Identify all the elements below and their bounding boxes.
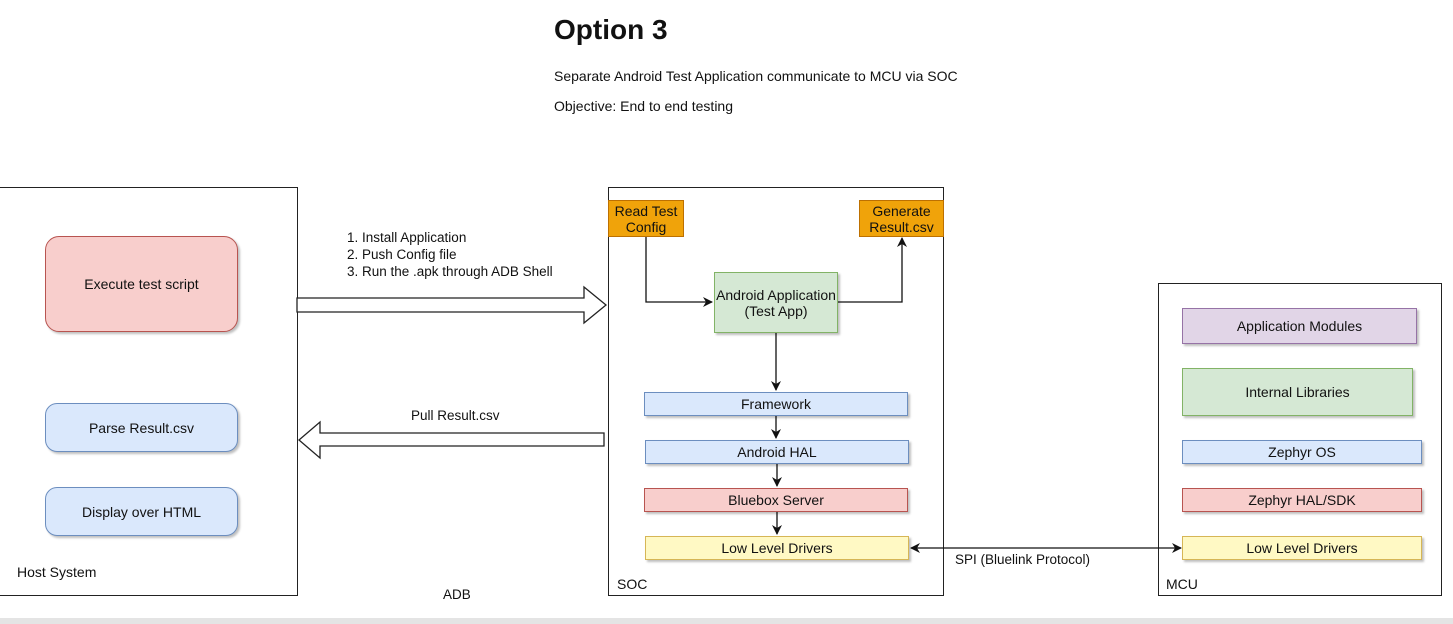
page-title: Option 3 (554, 14, 668, 45)
zephyr-hal-sdk-box[interactable]: Zephyr HAL/SDK (1182, 488, 1422, 512)
host-system-label: Host System (17, 564, 97, 580)
internal-libraries-box[interactable]: Internal Libraries (1182, 368, 1413, 416)
application-modules-box[interactable]: Application Modules (1182, 308, 1417, 344)
adb-label: ADB (443, 587, 471, 602)
page-subtitle: Separate Android Test Application commun… (554, 68, 958, 84)
soc-low-level-drivers-box[interactable]: Low Level Drivers (645, 536, 909, 560)
mcu-label: MCU (1166, 576, 1198, 592)
page-objective: Objective: End to end testing (554, 98, 733, 114)
spi-label: SPI (Bluelink Protocol) (955, 552, 1091, 567)
generate-result-box[interactable]: Generate Result.csv (859, 200, 944, 237)
pull-result-label: Pull Result.csv (411, 408, 500, 423)
app-to-generate-line (838, 237, 907, 303)
step-run-apk: 3. Run the .apk through ADB Shell (347, 264, 553, 279)
step-install: 1. Install Application (347, 230, 467, 245)
zephyr-os-box[interactable]: Zephyr OS (1182, 440, 1422, 464)
bluebox-server-box[interactable]: Bluebox Server (644, 488, 908, 512)
execute-test-script-box[interactable]: Execute test script (45, 236, 238, 332)
read-test-config-box[interactable]: Read Test Config (608, 200, 684, 237)
mcu-low-level-drivers-box[interactable]: Low Level Drivers (1182, 536, 1422, 560)
step-push-config: 2. Push Config file (347, 247, 457, 262)
framework-box[interactable]: Framework (644, 392, 908, 416)
display-html-box[interactable]: Display over HTML (45, 487, 238, 536)
install-arrow (296, 285, 608, 325)
pull-arrow (298, 420, 605, 460)
soc-label: SOC (617, 576, 648, 592)
parse-result-box[interactable]: Parse Result.csv (45, 403, 238, 452)
android-hal-box[interactable]: Android HAL (645, 440, 909, 464)
android-app-box[interactable]: Android Application (Test App) (714, 272, 838, 333)
read-config-to-app-line (645, 236, 713, 307)
bottom-strip (0, 618, 1453, 624)
